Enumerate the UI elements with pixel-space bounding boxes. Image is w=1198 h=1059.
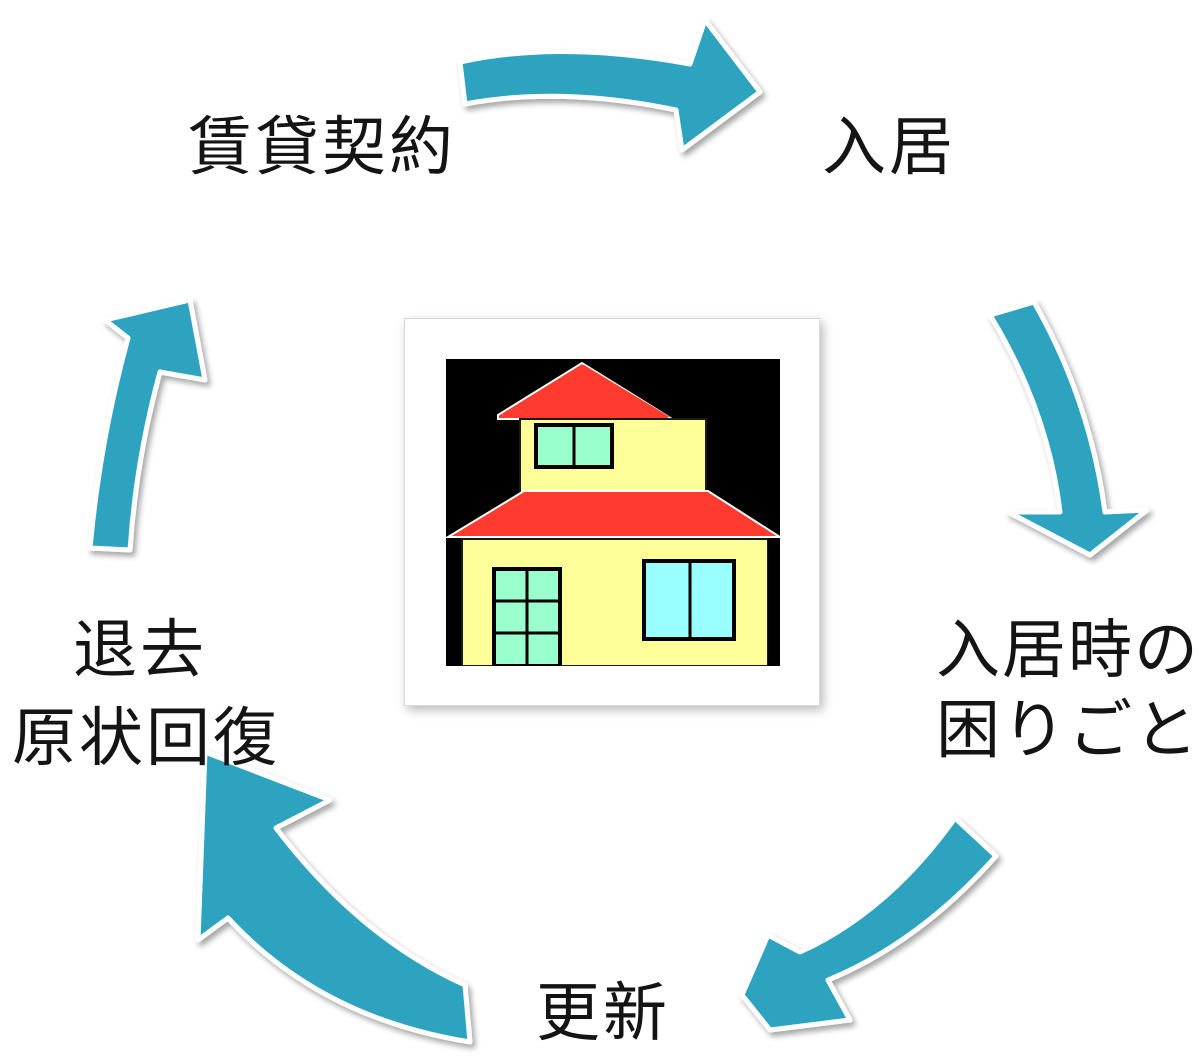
stage-label-line: 入居時の [936, 614, 1198, 688]
arrow-right-icon [457, 17, 763, 153]
stage-label-line: 原状回復 [12, 701, 280, 776]
arrow-up-icon [87, 297, 208, 553]
arrow-down-icon [987, 299, 1150, 558]
house-icon [446, 359, 780, 666]
stage-label-contract: 賃貸契約 [188, 111, 456, 185]
house-image-frame [404, 318, 820, 706]
stage-label-move-out: 退去 原状回復 [12, 614, 280, 776]
stage-label-move-in: 入居 [822, 111, 956, 185]
arrow-up-left-icon [195, 749, 473, 1045]
arrow-down-left-icon [739, 815, 999, 1033]
stage-label-line: 困りごと [936, 693, 1198, 768]
stage-label-renewal: 更新 [536, 977, 670, 1051]
stage-label-move-in-troubles: 入居時の 困りごと [936, 614, 1198, 768]
stage-label-line: 退去 [73, 614, 207, 688]
